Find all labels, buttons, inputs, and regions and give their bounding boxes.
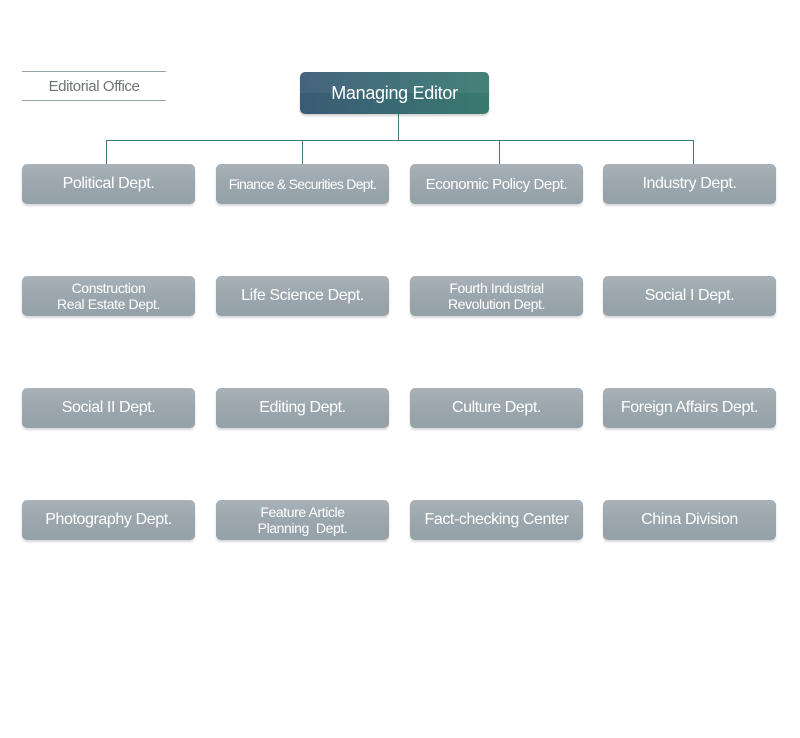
dept-social-i: Social I Dept. (603, 276, 776, 316)
dept-feature-article-planning: Feature Article Planning Dept. (216, 500, 389, 540)
dept-political: Political Dept. (22, 164, 195, 204)
editorial-office-label: Editorial Office (22, 71, 166, 101)
dept-foreign-affairs: Foreign Affairs Dept. (603, 388, 776, 428)
managing-editor-box: Managing Editor (300, 72, 489, 114)
dept-economic-policy: Economic Policy Dept. (410, 164, 583, 204)
dept-life-science: Life Science Dept. (216, 276, 389, 316)
dept-fact-checking-center: Fact-checking Center (410, 500, 583, 540)
dept-construction-real-estate: Construction Real Estate Dept. (22, 276, 195, 316)
managing-editor-label: Managing Editor (331, 82, 458, 103)
dept-social-ii: Social II Dept. (22, 388, 195, 428)
dept-culture: Culture Dept. (410, 388, 583, 428)
dept-editing: Editing Dept. (216, 388, 389, 428)
dept-industry: Industry Dept. (603, 164, 776, 204)
dept-china-division: China Division (603, 500, 776, 540)
dept-finance-securities: Finance & Securities Dept. (216, 164, 389, 204)
dept-fourth-industrial-revolution: Fourth Industrial Revolution Dept. (410, 276, 583, 316)
dept-photography: Photography Dept. (22, 500, 195, 540)
